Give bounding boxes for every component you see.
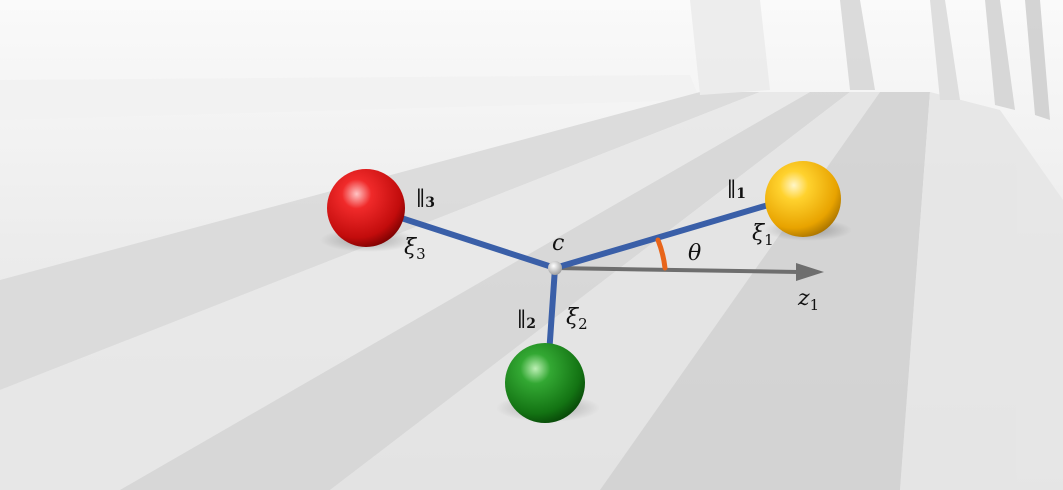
parallel-3-symbol: ∥ bbox=[416, 186, 425, 210]
bond-3 bbox=[389, 212, 558, 271]
z1-axis-arrowhead bbox=[796, 263, 824, 281]
z1-sub: 1 bbox=[810, 296, 820, 314]
red-sphere bbox=[327, 169, 405, 247]
parallel-1-number: 1 bbox=[736, 186, 746, 202]
parallel-2-number: 2 bbox=[526, 316, 536, 332]
xi-3-symbol: ξ bbox=[404, 235, 418, 260]
bond-2 bbox=[546, 265, 558, 358]
center-node bbox=[548, 261, 562, 275]
parallel-3-label: ∥3 bbox=[416, 186, 435, 211]
xi-3-sub: 3 bbox=[416, 245, 426, 263]
xi-1-sub: 1 bbox=[764, 231, 774, 249]
center-label: c bbox=[552, 231, 564, 256]
z1-base: z bbox=[797, 286, 810, 311]
parallel-1-label: ∥1 bbox=[727, 177, 746, 202]
green-sphere bbox=[505, 343, 585, 423]
theta-angle-arc bbox=[655, 237, 668, 271]
yellow-sphere bbox=[765, 161, 841, 237]
xi-1-label: ξ1 bbox=[752, 221, 774, 249]
parallel-2-symbol: ∥ bbox=[517, 307, 526, 331]
xi-2-label: ξ2 bbox=[566, 305, 588, 333]
xi-3-label: ξ3 bbox=[404, 235, 426, 263]
xi-2-sub: 2 bbox=[578, 315, 588, 333]
z1-axis-arrow-shaft bbox=[554, 266, 799, 274]
xi-1-symbol: ξ bbox=[752, 221, 766, 246]
parallel-3-number: 3 bbox=[425, 195, 435, 211]
bond-1 bbox=[552, 200, 778, 271]
xi-2-symbol: ξ bbox=[566, 305, 580, 330]
parallel-1-symbol: ∥ bbox=[727, 177, 736, 201]
z1-axis-label: z1 bbox=[797, 286, 819, 314]
parallel-2-label: ∥2 bbox=[517, 307, 536, 332]
theta-label: θ bbox=[688, 241, 701, 266]
